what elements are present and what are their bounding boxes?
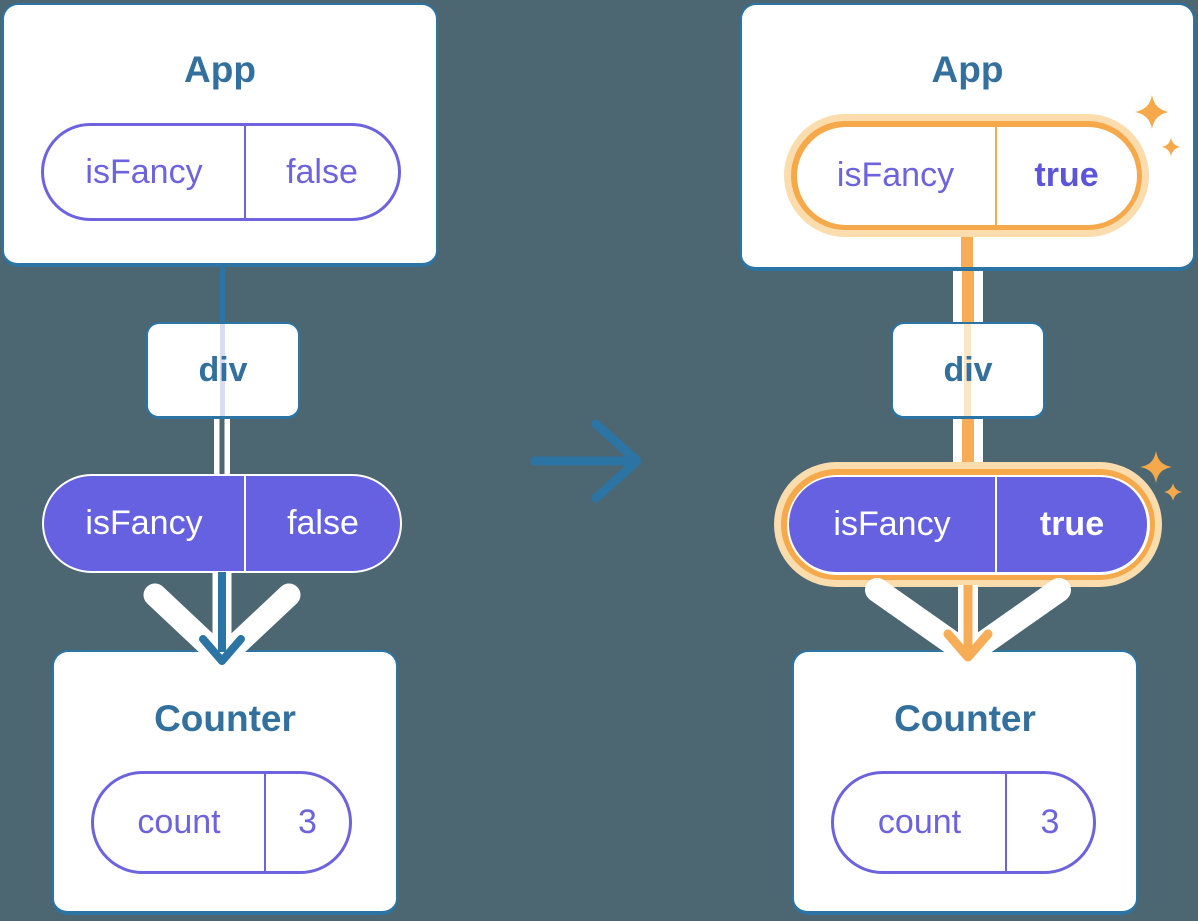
prop-value: false — [286, 152, 358, 191]
app-card-before: App isFancy false — [2, 3, 438, 267]
component-title: Counter — [154, 698, 296, 739]
prop-name: isFancy — [44, 126, 246, 218]
state-name: count — [834, 774, 1007, 871]
prop-value: false — [287, 504, 359, 542]
prop-stem-after — [961, 235, 973, 267]
state-pill-app-after: isFancy true — [796, 126, 1137, 225]
down-arrow-after — [865, 578, 1071, 666]
component-title: Counter — [894, 698, 1036, 739]
connector-app-to-div-after — [953, 269, 983, 323]
passed-prop-pill-after: isFancy true — [789, 477, 1147, 572]
prop-value: true — [1039, 505, 1105, 543]
app-card-after: App isFancy true — [740, 3, 1195, 271]
down-arrow-before — [143, 572, 301, 670]
connector-div-to-prop-after — [953, 417, 983, 464]
counter-card-before: Counter count 3 — [52, 650, 398, 915]
prop-trace-line — [220, 324, 225, 416]
prop-name: isFancy — [44, 476, 246, 571]
component-title: App — [931, 49, 1004, 90]
div-card-after: div — [891, 322, 1045, 419]
state-pill-counter-before: count 3 — [91, 771, 352, 874]
passed-prop-pill-before: isFancy false — [42, 474, 402, 573]
prop-trace-line — [964, 324, 971, 416]
connector-div-to-prop-before — [214, 417, 230, 476]
state-value: 3 — [298, 803, 317, 841]
prop-name: isFancy — [797, 126, 997, 225]
div-card-before: div — [146, 322, 300, 419]
state-pill-counter-after: count 3 — [831, 771, 1096, 874]
state-pill-app-before: isFancy false — [41, 123, 401, 221]
div-label: div — [943, 350, 993, 389]
right-arrow-icon — [530, 419, 642, 503]
counter-card-after: Counter count 3 — [792, 650, 1138, 915]
highlight-ring: isFancy true — [781, 469, 1155, 580]
state-value: 3 — [1040, 803, 1060, 841]
state-pill-app-after-glow: isFancy true — [784, 114, 1149, 237]
prop-value: true — [1034, 156, 1099, 194]
pill-white-ring: isFancy true — [786, 474, 1150, 575]
passed-prop-pill-after-glow: isFancy true — [774, 462, 1162, 587]
div-label: div — [198, 350, 248, 389]
highlight-ring: isFancy true — [791, 121, 1142, 230]
connector-app-to-div-before — [220, 265, 225, 324]
state-name: count — [94, 774, 266, 871]
prop-name: isFancy — [789, 477, 997, 572]
component-title: App — [184, 49, 256, 90]
